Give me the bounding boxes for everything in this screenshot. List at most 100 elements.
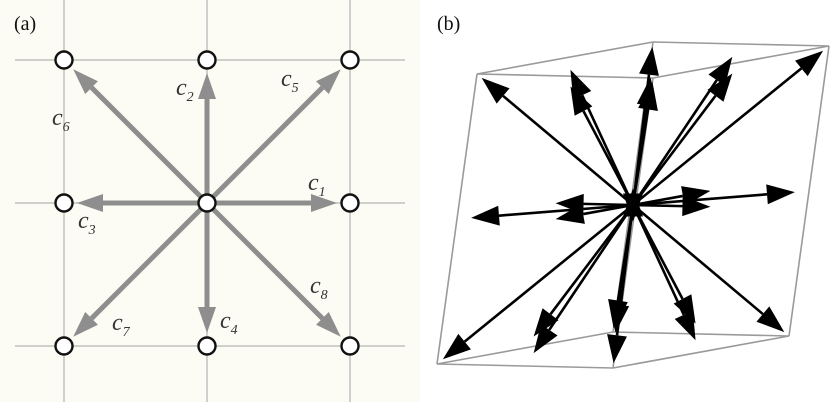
velocity-shaft — [632, 194, 684, 207]
vector-arrow-c2 — [198, 73, 216, 194]
lattice-node — [54, 50, 74, 70]
velocity-arrowhead — [708, 56, 733, 86]
lattice-node — [340, 193, 360, 213]
vector-label-c8: c8 — [310, 273, 328, 303]
vector-arrow-c4 — [198, 212, 216, 333]
velocity-arrow — [533, 204, 635, 337]
velocity-arrow — [631, 46, 659, 206]
vector-label-c6: c6 — [52, 105, 70, 135]
vector-arrow-c7 — [73, 207, 203, 337]
cube-edge — [476, 41, 654, 75]
velocity-shaft — [616, 204, 635, 301]
velocity-shaft — [632, 204, 764, 316]
vector-arrow-c8 — [211, 207, 341, 337]
lattice-node — [197, 336, 217, 356]
vector-arrow-c6 — [73, 69, 203, 199]
vector-label-c4: c4 — [220, 308, 238, 338]
cube-edge — [788, 45, 830, 337]
velocity-arrow — [555, 193, 634, 214]
velocity-shaft — [583, 202, 634, 207]
lattice-node — [54, 193, 74, 213]
cube-edge — [476, 73, 654, 79]
vector-arrowhead — [73, 69, 98, 94]
lattice-node — [340, 336, 360, 356]
velocity-arrow — [632, 186, 711, 207]
velocity-shaft — [631, 204, 684, 300]
velocity-arrow — [632, 50, 824, 207]
vector-label-c1: c1 — [308, 170, 326, 200]
vector-arrowhead — [77, 194, 103, 212]
panel-b-vectors — [442, 46, 824, 364]
vector-arrow-c1 — [216, 194, 337, 212]
lattice-node — [54, 336, 74, 356]
panel-b-d3q27-lattice: (b) — [436, 13, 830, 369]
vector-label-c3: c3 — [78, 208, 96, 238]
vector-arrowhead — [73, 312, 98, 337]
cube-edge — [436, 331, 614, 365]
velocity-arrowhead — [639, 46, 659, 76]
cube-edge — [612, 331, 790, 337]
cube-edge — [652, 45, 830, 79]
velocity-shaft — [632, 193, 768, 207]
cube-edge — [652, 41, 830, 47]
velocity-arrow — [631, 204, 696, 324]
vector-label-c7: c7 — [112, 310, 131, 340]
vector-shaft — [211, 207, 325, 321]
velocity-shaft — [548, 204, 635, 331]
vector-arrowhead — [316, 69, 341, 94]
lattice-node — [197, 50, 217, 70]
velocity-arrowhead — [681, 186, 711, 206]
velocity-arrowhead — [673, 294, 696, 324]
lattice-node — [197, 193, 217, 213]
lattice-node — [340, 50, 360, 70]
vector-shaft — [89, 207, 203, 321]
vector-arrowhead — [311, 194, 337, 212]
velocity-shaft — [498, 203, 634, 217]
velocity-arrowhead — [471, 205, 500, 226]
vector-arrow-c3 — [77, 194, 198, 212]
velocity-shaft — [463, 203, 634, 343]
vector-shaft — [211, 85, 325, 199]
cube-centre-node — [628, 200, 638, 210]
panel-a-nodes — [54, 50, 360, 356]
velocity-arrow — [608, 204, 635, 329]
velocity-shaft — [549, 204, 635, 315]
velocity-arrow — [632, 204, 785, 333]
velocity-arrowhead — [608, 298, 628, 329]
panel-a-vector-labels: c1 c2 c3 c4 c5 c6 c7 c8 — [52, 66, 328, 340]
velocity-shaft — [631, 79, 718, 206]
velocity-arrow — [442, 203, 634, 360]
panel-b-label: (b) — [437, 13, 460, 35]
vector-arrowhead — [198, 307, 216, 333]
velocity-arrowhead — [481, 77, 510, 104]
velocity-arrow — [481, 77, 634, 206]
velocity-arrowhead — [570, 69, 592, 100]
velocity-arrowhead — [607, 334, 627, 364]
vector-arrowhead — [316, 312, 341, 337]
cube-edge — [612, 335, 790, 369]
vector-label-c2: c2 — [176, 75, 194, 105]
velocity-arrowhead — [756, 306, 785, 333]
vector-label-c5: c5 — [281, 66, 299, 96]
velocity-arrowhead — [795, 50, 824, 77]
vector-shaft — [89, 85, 203, 199]
panel-a-vectors — [73, 69, 341, 337]
velocity-arrowhead — [533, 308, 559, 337]
velocity-shaft — [581, 94, 635, 206]
velocity-arrow — [631, 56, 733, 206]
cube-edge — [436, 73, 478, 365]
vector-arrow-c5 — [211, 69, 341, 199]
panel-a-label: (a) — [14, 13, 36, 35]
velocity-arrowhead — [442, 333, 471, 360]
vector-arrowhead — [198, 73, 216, 99]
cube-edge — [436, 363, 614, 369]
velocity-arrow — [471, 203, 634, 226]
velocity-arrow — [632, 184, 795, 207]
panel-a-d2q9-lattice: c1 c2 c3 c4 c5 c6 c7 c8 (a) — [0, 0, 420, 402]
velocity-shaft — [631, 74, 651, 206]
velocity-arrowhead — [766, 184, 795, 205]
velocity-arrowhead — [555, 193, 584, 214]
velocity-shaft — [632, 67, 803, 207]
velocity-arrow — [570, 69, 635, 206]
